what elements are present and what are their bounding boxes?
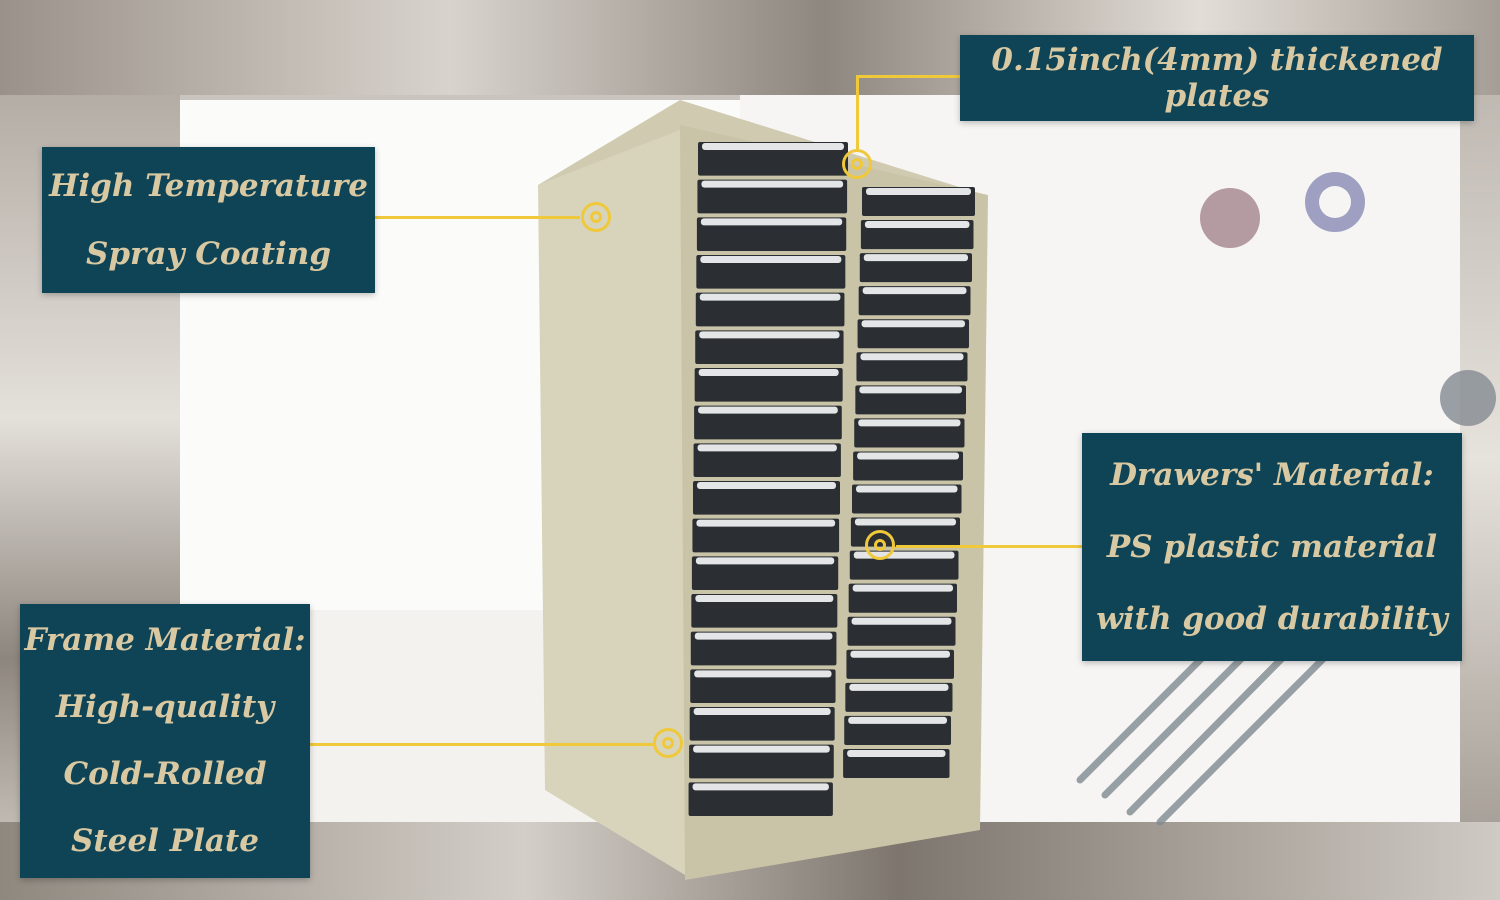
drawer-handle-right-2 <box>864 221 970 229</box>
drawer-left-11 <box>692 518 840 553</box>
drawer-left-2 <box>697 179 848 214</box>
drawer-left-3 <box>696 217 847 251</box>
drawer-handle-right-16 <box>849 683 949 691</box>
callout-drawers-line2: PS plastic material <box>1106 529 1438 565</box>
callout-frame-line2: High-quality <box>55 689 275 725</box>
target-icon-coating <box>581 202 611 232</box>
drawer-left-7 <box>694 368 843 402</box>
callout-drawers: Drawers' Material: PS plastic material w… <box>1082 433 1462 661</box>
drawer-handle-right-9 <box>857 452 959 460</box>
drawer-handle-right-18 <box>847 749 946 757</box>
drawer-handle-left-2 <box>701 180 844 188</box>
callout-drawers-line3: with good durability <box>1096 601 1448 637</box>
callout-frame-line3: Cold-Rolled <box>63 756 267 792</box>
drawer-handle-right-10 <box>856 485 958 493</box>
drawer-handle-left-13 <box>695 595 834 602</box>
drawer-handle-left-5 <box>699 293 841 301</box>
drawer-handle-left-16 <box>693 708 831 715</box>
drawer-handle-left-4 <box>700 256 842 263</box>
leader-line-coating <box>375 216 580 219</box>
drawer-left-5 <box>695 292 845 327</box>
drawer-handle-left-14 <box>694 632 833 640</box>
drawer-handle-left-10 <box>697 482 836 489</box>
drawer-handle-left-15 <box>694 670 832 678</box>
drawer-left-14 <box>690 631 837 666</box>
drawer-handle-right-8 <box>858 419 961 427</box>
drawer-handle-right-4 <box>862 287 967 295</box>
callout-frame: Frame Material: High-quality Cold-Rolled… <box>20 604 310 878</box>
drawer-handle-right-14 <box>851 617 952 625</box>
drawer-handle-left-12 <box>695 557 835 565</box>
drawer-left-8 <box>694 405 842 440</box>
callout-coating-line2: Spray Coating <box>85 236 332 272</box>
callout-drawers-line1: Drawers' Material: <box>1110 457 1434 493</box>
target-icon-frame <box>653 728 683 758</box>
drawer-handle-right-13 <box>852 584 953 592</box>
drawer-handle-right-5 <box>861 320 965 328</box>
drawer-column-left <box>688 142 848 816</box>
drawer-left-15 <box>690 669 836 703</box>
callout-coating: High Temperature Spray Coating <box>42 147 375 293</box>
drawer-column-right <box>843 187 975 778</box>
leader-line-frame <box>310 743 653 746</box>
target-icon-drawers <box>865 530 895 560</box>
drawer-handle-left-9 <box>697 444 837 452</box>
callout-frame-line1: Frame Material: <box>24 622 306 658</box>
drawer-left-10 <box>693 481 840 515</box>
drawer-left-1 <box>698 142 848 176</box>
callout-coating-line1: High Temperature <box>49 168 368 204</box>
wood-plank-right <box>1460 95 1500 822</box>
drawer-handle-left-17 <box>693 745 830 753</box>
drawer-left-6 <box>695 330 844 364</box>
leader-line-plates-vertical <box>856 75 859 150</box>
drawer-left-13 <box>691 594 838 628</box>
drawer-handle-right-11 <box>854 518 956 526</box>
drawer-handle-left-6 <box>699 331 840 339</box>
drawer-handle-right-15 <box>850 650 950 658</box>
drawer-handle-right-3 <box>863 254 968 262</box>
target-icon-plates <box>842 149 872 179</box>
drawer-handle-left-11 <box>696 519 836 527</box>
drawer-left-4 <box>696 255 846 289</box>
drawer-handle-right-17 <box>848 716 947 724</box>
callout-plates-line1: 0.15inch(4mm) thickened plates <box>991 42 1443 114</box>
callout-plates: 0.15inch(4mm) thickened plates <box>960 35 1474 121</box>
drawer-handle-right-6 <box>860 353 964 361</box>
drawer-left-17 <box>689 744 834 779</box>
leader-line-plates <box>858 75 960 78</box>
drawer-left-9 <box>693 443 841 477</box>
drawer-handle-left-18 <box>692 783 829 791</box>
drawer-handle-right-1 <box>866 188 971 195</box>
callout-frame-line4: Steel Plate <box>71 823 259 859</box>
drawer-left-18 <box>688 782 833 816</box>
drawer-handle-left-8 <box>698 406 838 414</box>
leader-line-drawers <box>896 545 1082 548</box>
drawer-left-12 <box>691 556 839 590</box>
drawer-left-16 <box>689 707 835 741</box>
drawer-handle-left-3 <box>700 218 843 226</box>
drawer-handle-left-7 <box>698 369 839 376</box>
cabinet-side-panel <box>538 128 685 875</box>
drawer-handle-right-7 <box>859 386 962 394</box>
drawer-handle-left-1 <box>702 143 844 150</box>
